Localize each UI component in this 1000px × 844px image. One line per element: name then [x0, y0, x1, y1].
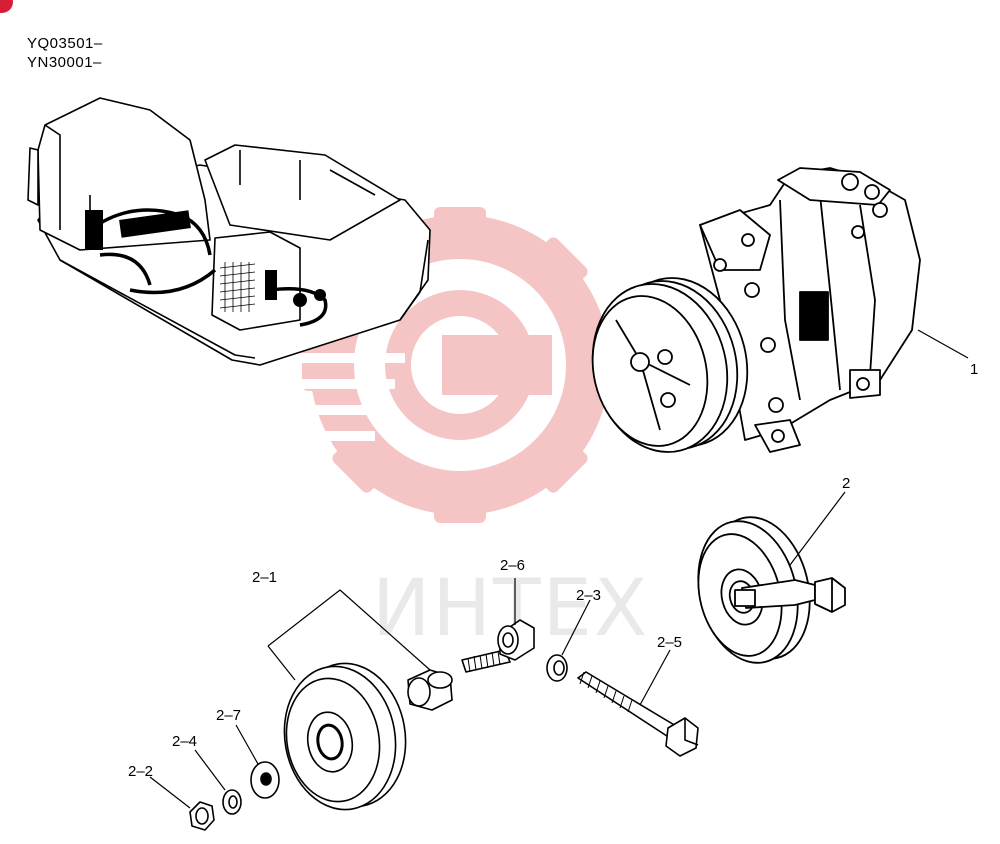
serial-number-2: YN30001–: [27, 54, 102, 71]
callout-1: 1: [970, 361, 978, 378]
callout-2-4: 2–4: [172, 733, 197, 750]
excavator-machine: [27, 97, 431, 366]
part-2-3-washer: [546, 654, 568, 682]
callout-2-1: 2–1: [252, 569, 277, 586]
callout-2-3: 2–3: [576, 587, 601, 604]
exploded-parts: [149, 578, 699, 831]
compressor-assembly: [591, 167, 969, 453]
callout-2-2: 2–2: [128, 763, 153, 780]
part-2-5-bolt: [577, 671, 699, 757]
callout-2-7: 2–7: [216, 707, 241, 724]
idler-pulley-assembly: [697, 491, 846, 664]
part-2-1-pulley: [283, 662, 407, 811]
callout-2-6: 2–6: [500, 557, 525, 574]
part-2-2-nut: [189, 801, 215, 831]
part-2-1-collar: [407, 669, 453, 711]
red-dot-icon: [0, 0, 13, 13]
serial-number-1: YQ03501–: [27, 35, 103, 52]
part-2-4-lock-washer: [222, 789, 242, 815]
callout-2: 2: [842, 475, 850, 492]
callout-labels: 1 2 2–1 2–2 2–3 2–4 2–5 2–6 2–7: [128, 361, 978, 780]
part-2-6-bolt: [461, 619, 535, 673]
part-2-7-washer: [250, 761, 280, 799]
callout-2-5: 2–5: [657, 634, 682, 651]
